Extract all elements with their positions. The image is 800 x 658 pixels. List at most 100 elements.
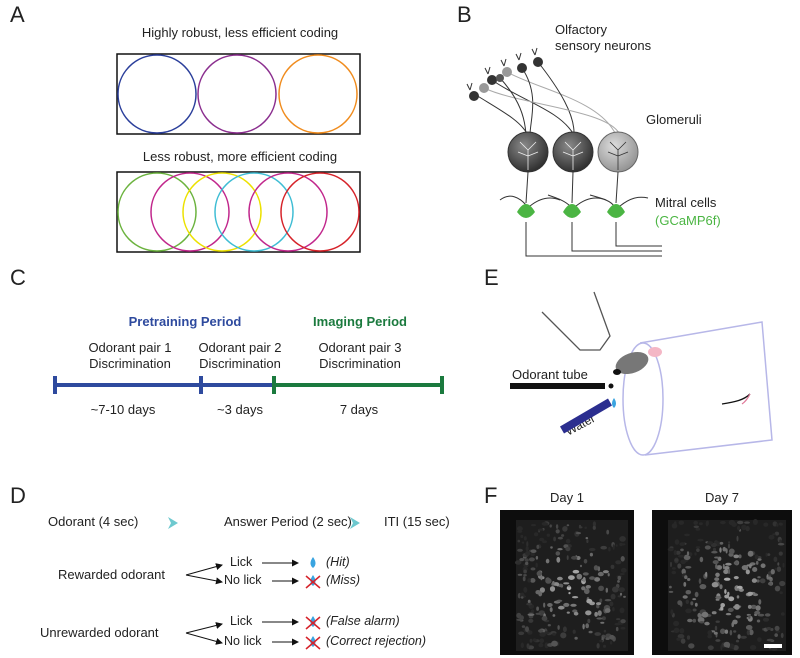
f-cell-spot — [766, 576, 773, 580]
f-cell-spot — [747, 591, 754, 596]
f-cell-spot — [779, 539, 782, 544]
f-cell-spot — [729, 629, 733, 636]
f-cell-spot — [670, 561, 672, 568]
f-cell-spot — [576, 573, 583, 580]
d-branch-arrow — [185, 632, 223, 645]
b-cilia — [531, 47, 538, 56]
f-cell-spot — [551, 640, 558, 647]
f-cell-spot — [557, 536, 563, 540]
f-cell-spot — [612, 544, 615, 550]
f-cell-spot — [707, 630, 713, 636]
f-cell-spot — [538, 629, 544, 633]
a-receptive-field-circle — [280, 172, 360, 252]
f-cell-spot — [562, 626, 567, 633]
f-cell-spot — [530, 567, 536, 571]
a-receptive-field-circle — [182, 172, 262, 252]
b-osn-body — [533, 57, 543, 67]
f-cell-spot — [572, 569, 580, 574]
f-cell-spot — [777, 562, 780, 566]
f-cell-spot — [619, 536, 626, 542]
f-cell-spot — [604, 599, 612, 602]
f-cell-spot — [527, 613, 535, 616]
c-stage-2-line1: Odorant pair 2 — [198, 340, 282, 355]
f-cell-spot — [696, 548, 700, 552]
f-cell-spot — [620, 619, 626, 624]
b-gcamp-label: (GCaMP6f) — [655, 213, 721, 228]
f-cell-spot — [619, 592, 623, 596]
f-cell-spot — [525, 626, 529, 632]
f-cell-spot — [555, 551, 561, 556]
f-cell-spot — [549, 607, 553, 613]
f-cell-spot — [547, 603, 553, 607]
f-cell-spot — [774, 531, 780, 536]
f-cell-spot — [529, 638, 533, 643]
f-cell-spot — [623, 595, 626, 598]
f-cell-spot — [562, 526, 568, 532]
f-cell-spot — [527, 578, 531, 583]
f-cell-spot — [520, 642, 524, 649]
b-glomeruli-label: Glomeruli — [646, 112, 702, 127]
e-mouse-nose — [613, 369, 621, 375]
e-odorant-tube — [510, 383, 605, 389]
f-cell-spot — [686, 635, 691, 640]
f-cell-spot — [723, 577, 731, 581]
f-cell-spot — [556, 556, 561, 563]
f-cell-spot — [764, 613, 771, 617]
e-water-drop — [612, 398, 616, 408]
c-stage-1-duration: ~7-10 days — [90, 402, 156, 417]
f-cell-spot — [609, 634, 615, 640]
f-cell-spot — [592, 521, 596, 527]
f-cell-spot — [680, 638, 686, 644]
f-cell-spot — [596, 604, 600, 609]
f-cell-spot — [706, 520, 709, 526]
f-cell-spot — [558, 605, 565, 610]
d-water-drop-icon — [310, 557, 316, 568]
f-cell-spot — [683, 554, 691, 560]
f-cell-spot — [728, 541, 731, 544]
f-cell-spot — [603, 629, 607, 633]
f-cell-spot — [756, 579, 760, 583]
f-cell-spot — [744, 521, 750, 524]
d-rewarded-nolick: No lick — [224, 573, 262, 587]
f-cell-spot — [765, 552, 768, 557]
f-cell-spot — [687, 578, 691, 581]
f-cell-spot — [766, 626, 772, 631]
f-cell-spot — [725, 612, 732, 616]
f-cell-spot — [565, 538, 571, 544]
f-cell-spot — [705, 571, 708, 577]
f-cell-spot — [775, 523, 779, 527]
b-mitral-cell-3 — [607, 204, 625, 218]
f-cell-spot — [733, 630, 737, 633]
f-cell-spot — [694, 591, 699, 598]
e-mouse-head — [615, 351, 649, 375]
f-cell-spot — [740, 635, 747, 639]
f-cell-spot — [720, 628, 726, 635]
f-cell-spot — [699, 621, 705, 624]
f-day7-label: Day 7 — [705, 490, 739, 505]
f-cell-spot — [550, 546, 553, 549]
f-cell-spot — [545, 558, 550, 564]
f-cell-spot — [676, 637, 681, 641]
f-cell-spot — [535, 562, 538, 568]
f-cell-spot — [585, 610, 592, 616]
f-cell-spot — [572, 596, 579, 599]
f-cell-spot — [774, 625, 780, 631]
panel-letter-b: B — [457, 2, 472, 27]
f-cell-spot — [694, 602, 698, 607]
c-stage-1-line1: Odorant pair 1 — [88, 340, 172, 355]
f-cell-spot — [746, 564, 753, 567]
f-cell-spot — [555, 524, 559, 529]
f-cell-spot — [541, 522, 547, 526]
f-cell-spot — [738, 554, 742, 559]
f-cell-spot — [693, 525, 699, 529]
c-pretraining-title: Pretraining Period — [128, 314, 242, 329]
f-cell-spot — [557, 548, 563, 551]
f-cell-spot — [736, 595, 740, 599]
f-cell-spot — [679, 628, 685, 634]
f-cell-spot — [675, 550, 681, 555]
b-apical-dendrite — [571, 171, 574, 204]
f-cell-spot — [727, 591, 730, 596]
